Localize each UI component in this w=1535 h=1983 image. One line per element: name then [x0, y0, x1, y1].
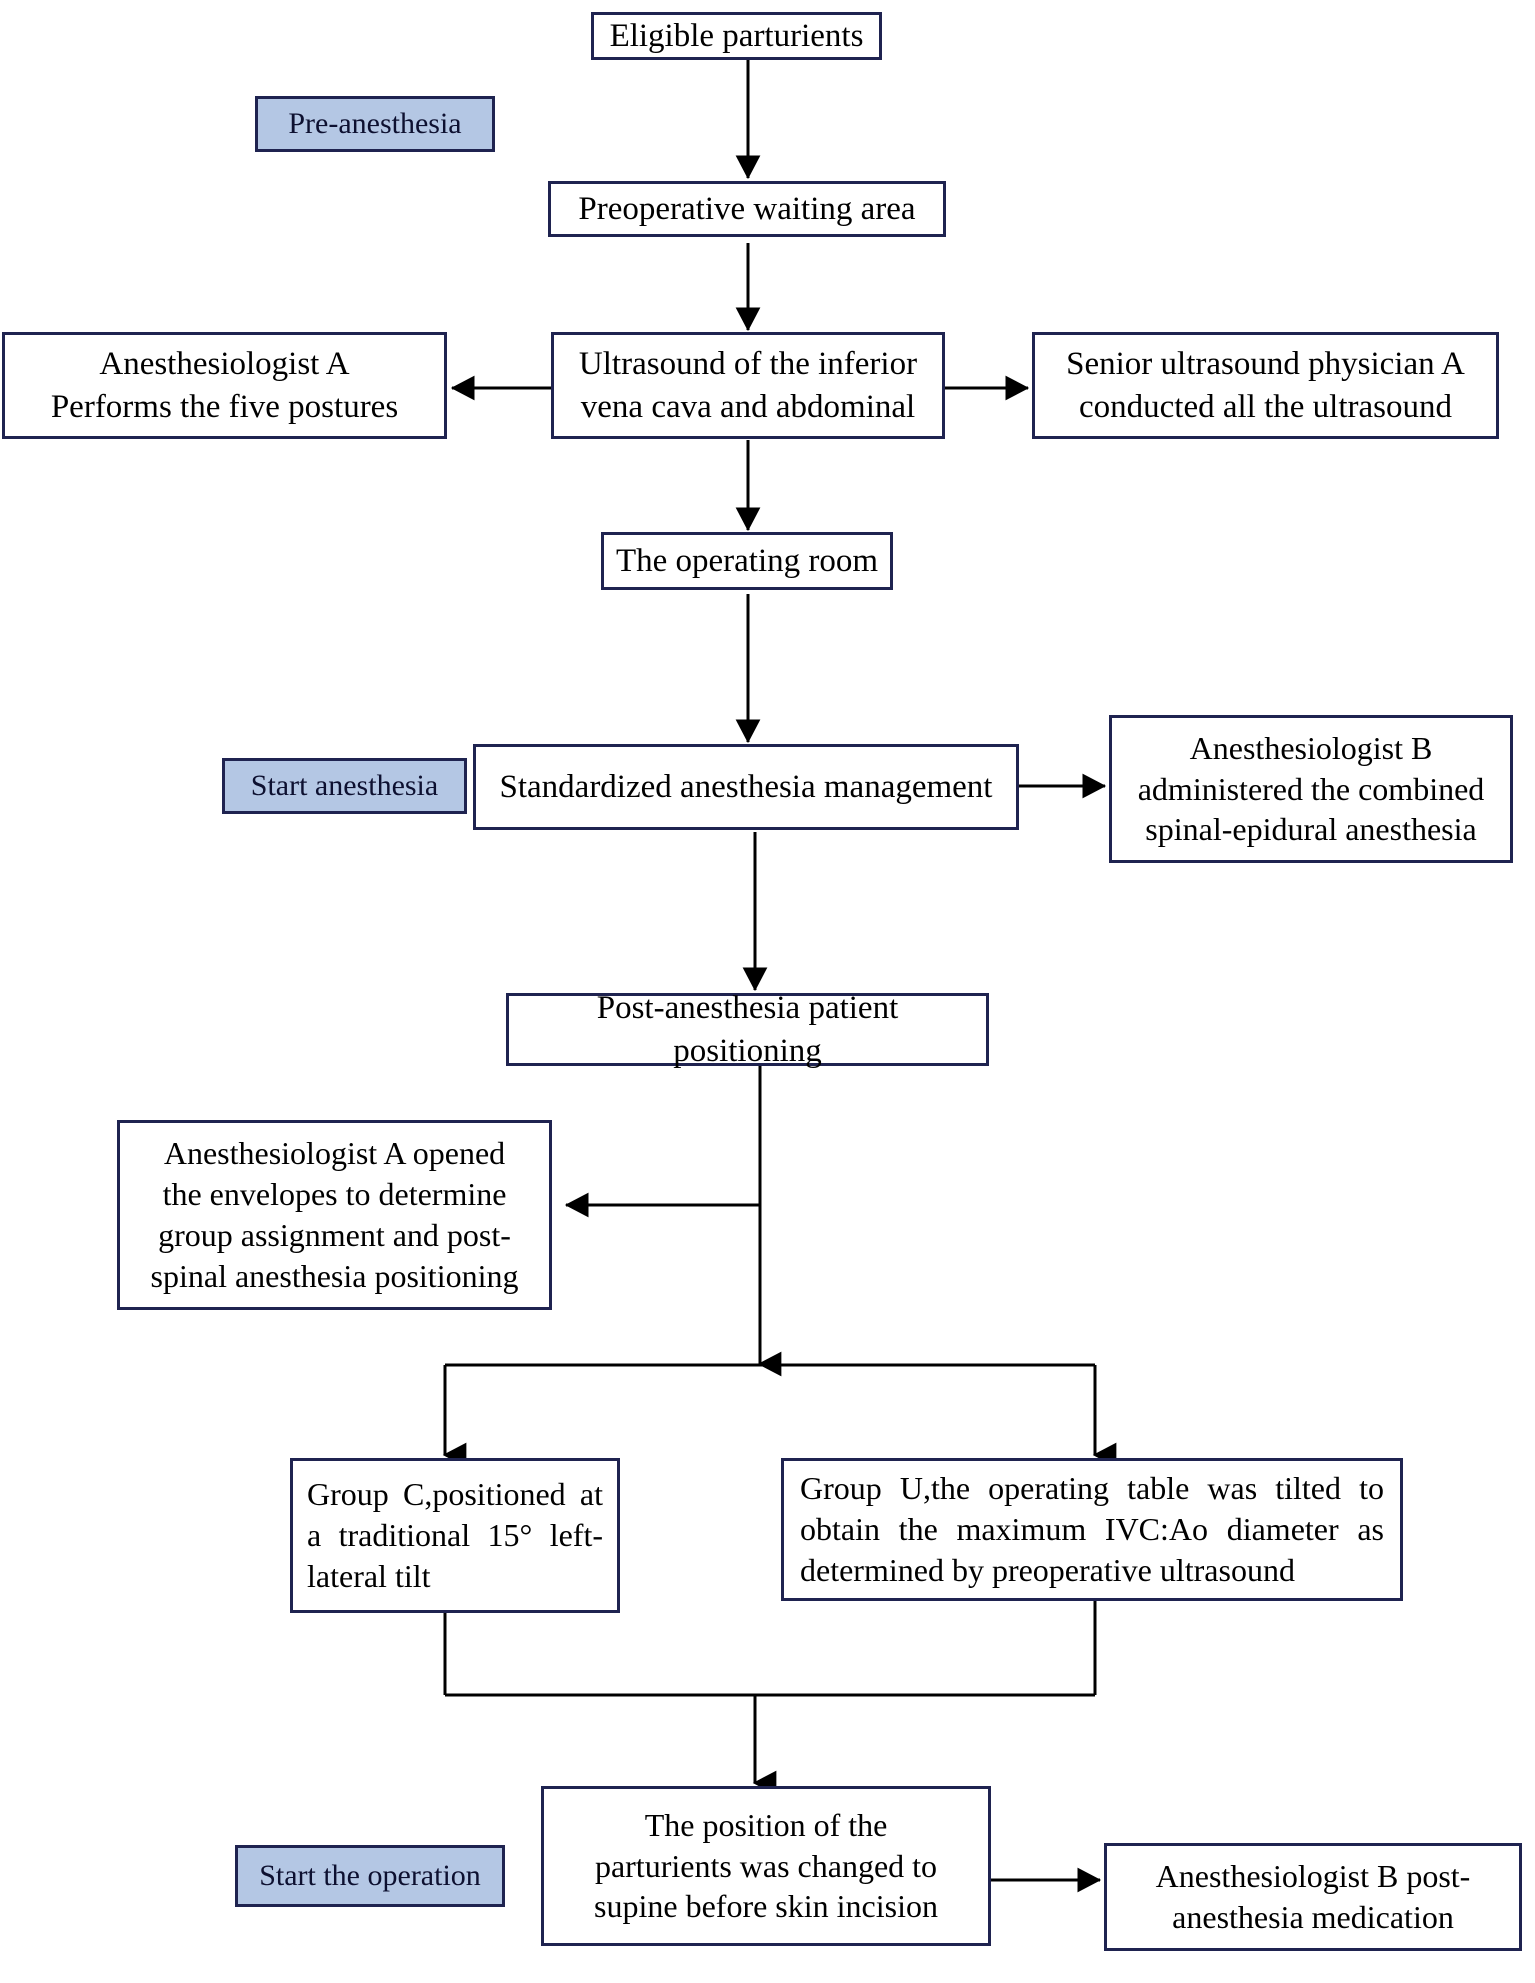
node-label-eligible-parturients: Eligible parturients [609, 17, 864, 54]
edge-positioning-to-envelopes [566, 1063, 762, 1205]
phase-badge-start-operation: Start the operation [235, 1845, 505, 1907]
node-label-anesthesiologist-b-post-medication: Anesthesiologist B post- anesthesia medi… [1155, 1858, 1471, 1935]
node-label-ultrasound-ivc-abdominal: Ultrasound of the inferior vena cava and… [578, 346, 918, 425]
phase-badge-pre-anesthesia: Pre-anesthesia [255, 96, 495, 152]
node-anesthesiologist-b-post-medication: Anesthesiologist B post- anesthesia medi… [1104, 1843, 1522, 1951]
node-standardized-anesthesia-management: Standardized anesthesia management [473, 744, 1019, 830]
node-label-position-changed-supine: The position of the parturients was chan… [594, 1806, 938, 1925]
node-label-preoperative-waiting-area: Preoperative waiting area [578, 190, 916, 227]
node-preoperative-waiting-area: Preoperative waiting area [548, 181, 946, 237]
node-label-the-operating-room: The operating room [615, 542, 879, 579]
node-label-anesthesiologist-a-envelopes: Anesthesiologist A opened the envelopes … [150, 1135, 519, 1294]
node-eligible-parturients: Eligible parturients [591, 12, 882, 60]
node-anesthesiologist-a-envelopes: Anesthesiologist A opened the envelopes … [117, 1120, 552, 1310]
phase-label-pre-anesthesia: Pre-anesthesia [288, 107, 462, 140]
node-label-group-c: Group C,positioned at a traditional 15° … [307, 1476, 603, 1594]
node-ultrasound-ivc-abdominal: Ultrasound of the inferior vena cava and… [551, 332, 945, 439]
node-label-post-anesthesia-patient-positioning: Post-anesthesia patient positioning [596, 990, 899, 1069]
node-label-standardized-anesthesia-management: Standardized anesthesia management [499, 768, 993, 805]
node-group-c: Group C,positioned at a traditional 15° … [290, 1458, 620, 1613]
phase-badge-start-anesthesia: Start anesthesia [222, 758, 467, 814]
node-label-senior-ultrasound-physician-a: Senior ultrasound physician A conducted … [1066, 346, 1465, 425]
phase-label-start-anesthesia: Start anesthesia [250, 769, 439, 802]
node-label-group-u: Group U,the operating table was tilted t… [800, 1470, 1384, 1588]
node-anesthesiologist-b-cse: Anesthesiologist B administered the comb… [1109, 715, 1513, 863]
node-post-anesthesia-patient-positioning: Post-anesthesia patient positioning [506, 990, 989, 1069]
phase-label-start-operation: Start the operation [259, 1859, 481, 1892]
node-senior-ultrasound-physician-a: Senior ultrasound physician A conducted … [1032, 332, 1499, 439]
node-label-anesthesiologist-a-postures: Anesthesiologist A Performs the five pos… [50, 346, 399, 425]
node-the-operating-room: The operating room [601, 532, 893, 590]
node-position-changed-supine: The position of the parturients was chan… [541, 1786, 991, 1946]
node-label-anesthesiologist-b-cse: Anesthesiologist B administered the comb… [1137, 729, 1485, 848]
node-group-u: Group U,the operating table was tilted t… [781, 1458, 1403, 1601]
node-anesthesiologist-a-postures: Anesthesiologist A Performs the five pos… [2, 332, 447, 439]
